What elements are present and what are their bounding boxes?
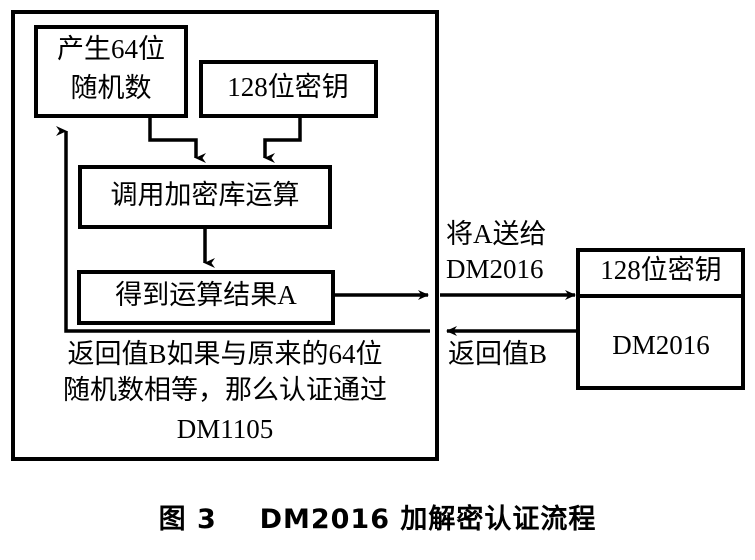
edge-random-to-crypto [148,116,206,163]
dm1105-container [11,10,439,461]
node-random-number-line1: 产生64位 [57,34,165,64]
node-crypto-call-label: 调用加密库运算 [111,180,300,210]
node-remote-key-label: 128位密钥 [600,255,722,285]
node-remote-device-label: DM2016 [612,330,710,360]
figure-caption: 图 3 DM2016 加解密认证流程 [0,497,755,536]
edge-key-to-crypto [263,116,302,163]
edge-label-send-a-line2: DM2016 [446,254,544,284]
edge-feedback-to-random [56,126,430,333]
dm1105-note-line1: 返回值B如果与原来的64位 [67,339,382,369]
node-result-label: 得到运算结果A [115,280,297,310]
figure-caption-number: 图 3 [158,504,217,535]
node-result-box[interactable] [77,270,335,325]
figure-caption-text: DM2016 加解密认证流程 [259,504,597,535]
node-random-number-line2: 随机数 [71,73,152,103]
dm2016-container[interactable] [576,248,745,390]
node-key-box[interactable] [199,60,378,118]
edge-label-return-b: 返回值B [448,339,547,369]
node-key-label: 128位密钥 [227,72,349,102]
dm1105-label: DM1105 [177,414,274,444]
node-random-number-box[interactable] [34,25,188,118]
dm1105-note-line2: 随机数相等，那么认证通过 [63,375,387,405]
node-crypto-call-box[interactable] [78,165,332,229]
edge-label-send-a-line1: 将A送给 [446,219,547,249]
